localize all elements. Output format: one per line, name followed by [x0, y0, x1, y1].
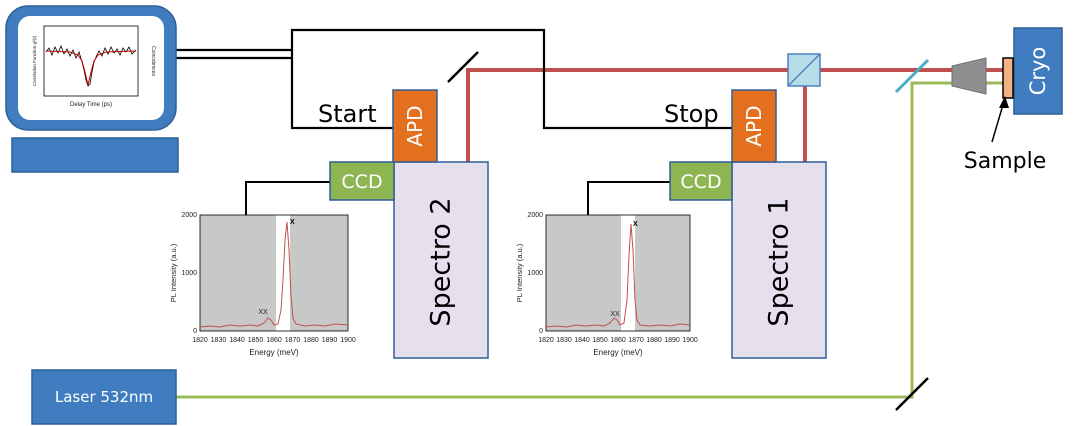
apd-left-box — [392, 89, 438, 163]
beam-splitter — [787, 53, 821, 87]
spectrum-right-xtick-label: 1890 — [664, 337, 680, 344]
spectrum-right-ytick-2000: 2000 — [527, 212, 543, 219]
start-label: Start — [318, 100, 377, 128]
ccd-right-box — [669, 161, 733, 201]
g2-fit-curve — [45, 50, 137, 86]
apd-right-box — [731, 89, 777, 163]
g2-ylabel-right: Coincidences — [150, 46, 156, 77]
g2-ylabel: Correlation Function g²(τ) — [32, 35, 37, 86]
spectrum-left-xtick-label: 1850 — [248, 337, 264, 344]
spectrum-right-xtick-label: 1840 — [574, 337, 590, 344]
spectrum-left-trace — [199, 221, 349, 328]
g2-xlabel: Delay Time (ps) — [70, 102, 112, 108]
spectro2-label: Spectro 2 — [426, 197, 457, 326]
spectrum-right-peak-x: X — [633, 221, 638, 228]
spectrum-left-ytick-2000: 2000 — [181, 212, 197, 219]
spectrum-left-ytick-1000: 1000 — [181, 270, 197, 277]
spectrum-left-xlabel: Energy (meV) — [249, 348, 299, 357]
spectrum-left-xtick-label: 1870 — [285, 337, 301, 344]
computer-base — [11, 137, 179, 173]
sample-label: Sample — [964, 149, 1047, 174]
spectrum-right-xtick-label: 1900 — [682, 337, 698, 344]
ccd-left-box — [329, 161, 395, 201]
g2-plot: Delay Time (ps) Correlation Function g²(… — [32, 25, 156, 108]
spectro1-label: Spectro 1 — [764, 197, 795, 326]
spectrum-right-xtick-label: 1830 — [556, 337, 572, 344]
mirror-top — [447, 51, 479, 83]
g2-data-trace — [45, 44, 137, 87]
mirror-bottom — [895, 377, 929, 411]
objective-lens — [951, 57, 987, 95]
laser-label: Laser 532nm — [55, 388, 153, 406]
spectro1-box — [731, 161, 827, 359]
spectrum-left-xtick-label: 1840 — [229, 337, 245, 344]
sample-arrowhead — [999, 96, 1009, 108]
wire-ccd-left — [245, 181, 330, 215]
spectrum-left-peak-x: X — [290, 219, 295, 226]
spectrum-right-ylabel: PL Intensity (a.u.) — [515, 243, 524, 302]
spectrum-left-xtick-label: 1900 — [340, 337, 356, 344]
stop-label: Stop — [664, 100, 719, 128]
ccd-left-label: CCD — [341, 171, 382, 193]
spectrum-right-bg — [546, 215, 690, 331]
cryo-label: Cryo — [1026, 47, 1050, 96]
spectrum-right-trace — [545, 223, 691, 328]
spectrum-right-ytick-1000: 1000 — [527, 270, 543, 277]
wire-start — [176, 48, 393, 130]
apd-left-label: APD — [403, 105, 427, 146]
wire-stop — [290, 28, 732, 130]
dichroic-mirror — [894, 58, 930, 94]
spectrum-left-xtick-label: 1860 — [266, 337, 282, 344]
spectrum-left-bg — [200, 215, 348, 331]
spectrum-right-peak-xx: XX — [610, 311, 620, 318]
spectrum-left-ylabel: PL Intensity (a.u.) — [169, 243, 178, 302]
spectrum-right-xlabel: Energy (meV) — [593, 348, 643, 357]
wire-ccd-right — [587, 181, 670, 215]
spectrum-left-peak-xx: XX — [258, 309, 268, 316]
spectrum-left-xtick-label: 1880 — [303, 337, 319, 344]
spectrum-left-ytick-0: 0 — [193, 328, 197, 335]
spectrum-right-xtick-label: 1880 — [646, 337, 662, 344]
sample-holder — [1002, 57, 1014, 99]
spectrum-left-xtick-label: 1820 — [192, 337, 208, 344]
spectrum-right-xtick-label: 1860 — [610, 337, 626, 344]
spectrum-right-xtick-label: 1820 — [538, 337, 554, 344]
spectro2-box — [393, 161, 489, 359]
ccd-right-label: CCD — [680, 171, 721, 193]
spectrum-right-xtick-label: 1870 — [628, 337, 644, 344]
spectrum-left-xtick-label: 1830 — [211, 337, 227, 344]
spectrum-left-xtick-label: 1890 — [322, 337, 338, 344]
spectrum-right-ytick-0: 0 — [539, 328, 543, 335]
laser-box — [31, 369, 177, 425]
spectrum-right-xtick-label: 1850 — [592, 337, 608, 344]
cryo-box — [1013, 27, 1063, 115]
apd-right-label: APD — [742, 105, 766, 146]
